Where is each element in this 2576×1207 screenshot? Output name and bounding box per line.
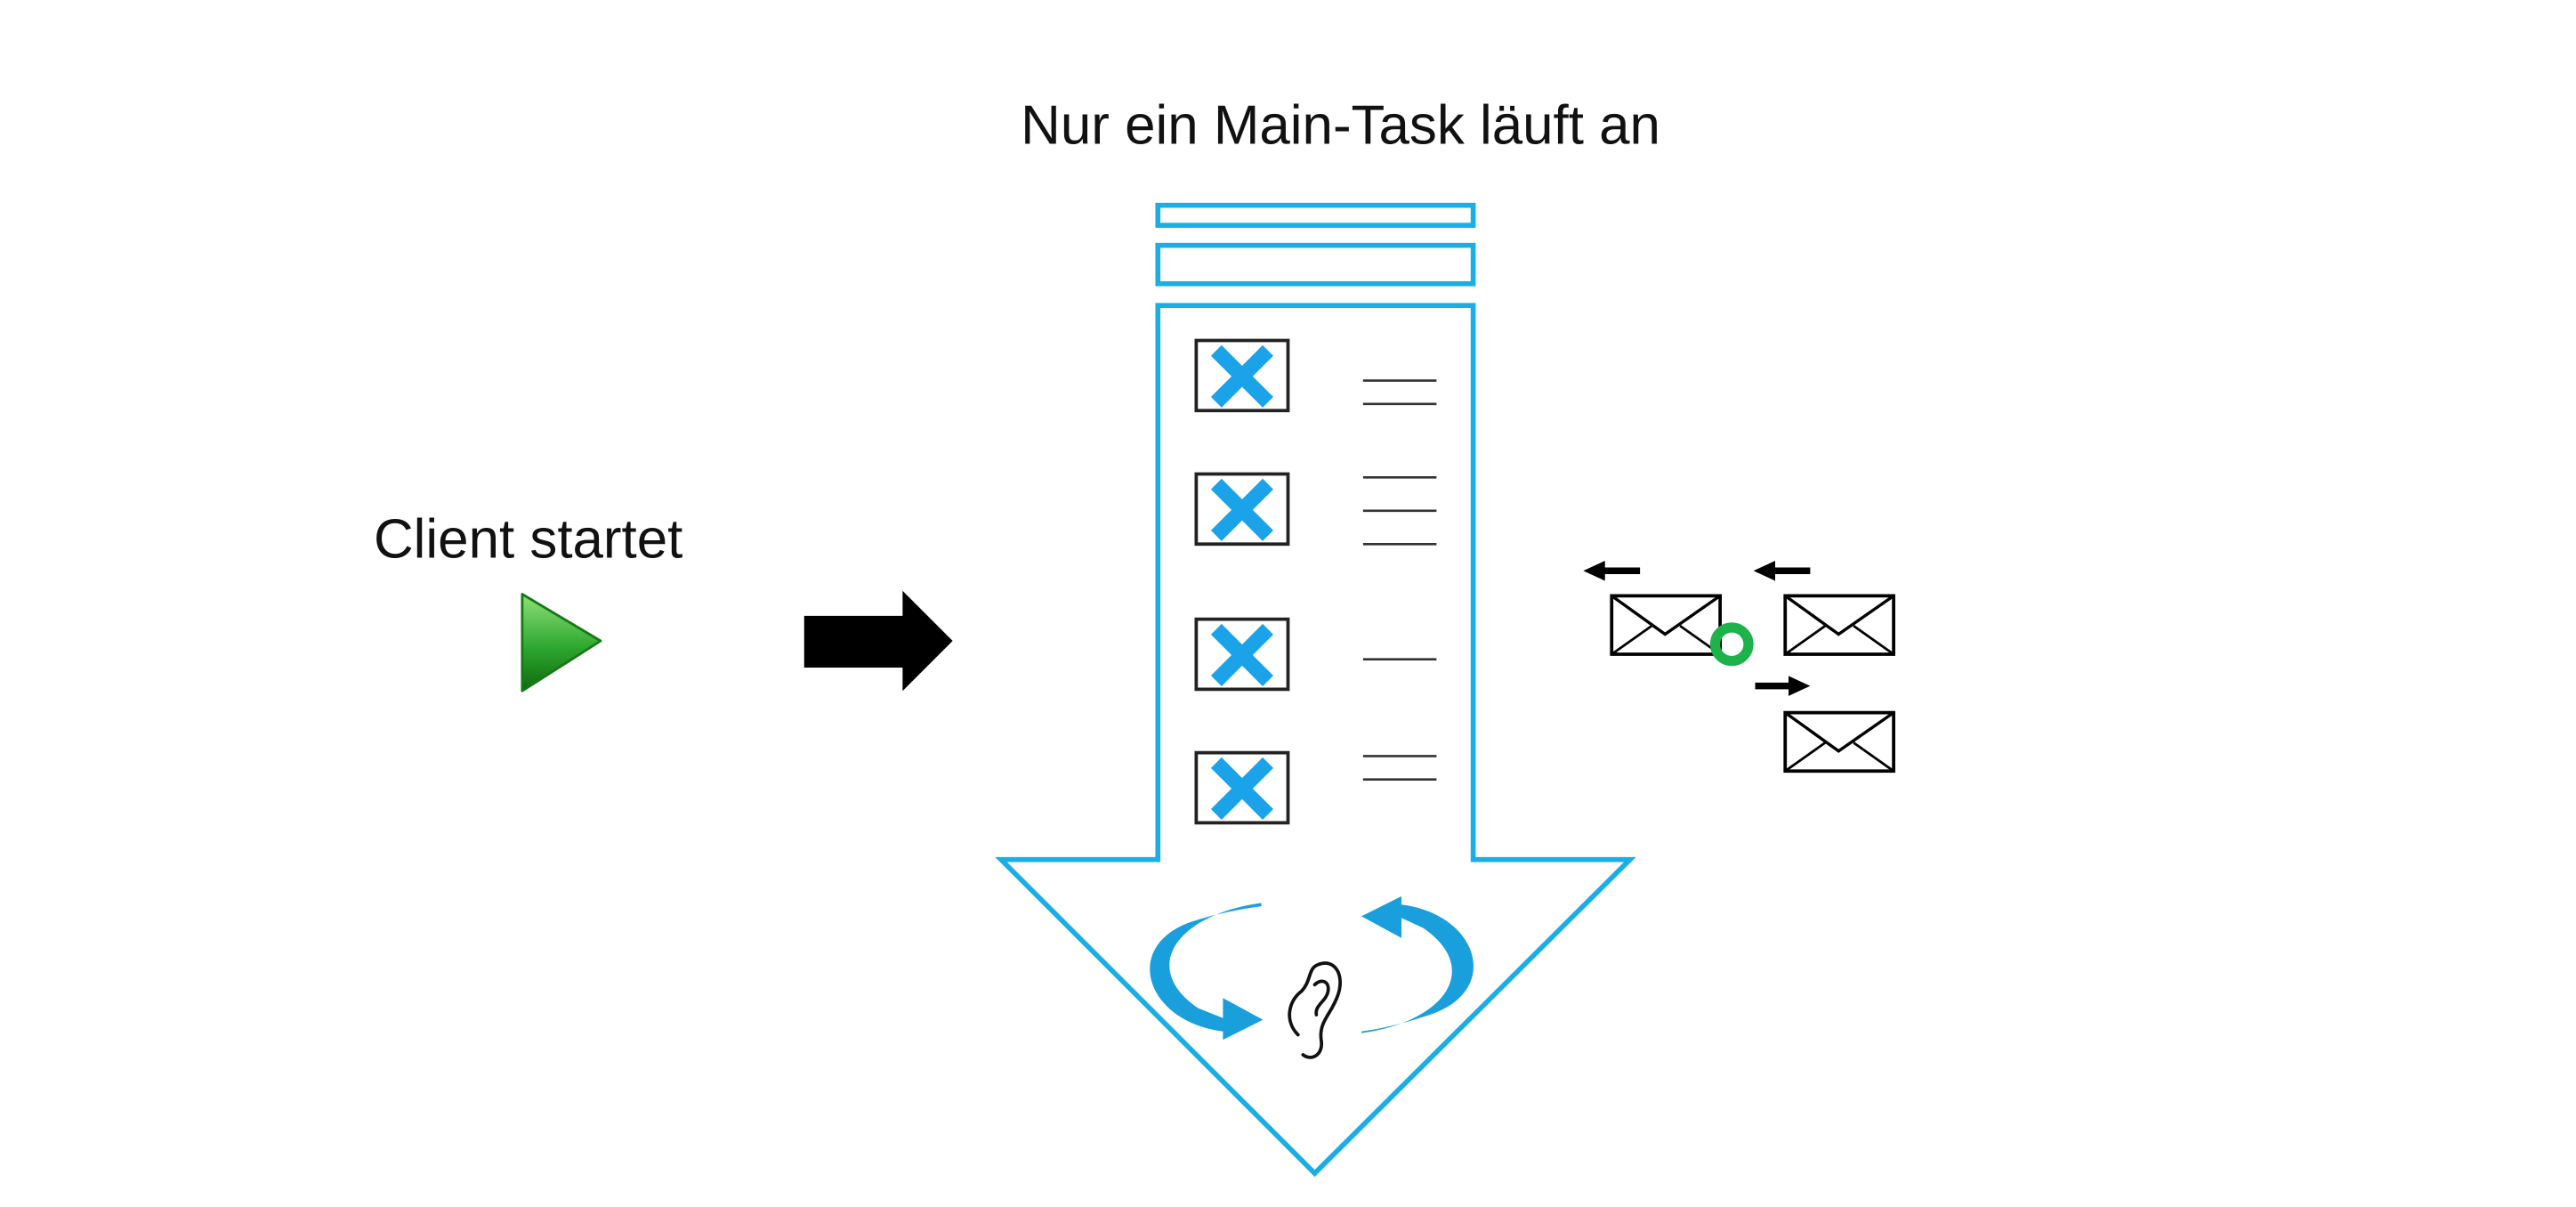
task-flow-arrow xyxy=(995,202,1636,1178)
task-row xyxy=(1194,472,1437,547)
task-row xyxy=(1194,338,1437,413)
text-lines xyxy=(1362,755,1437,781)
task-header-bar-1 xyxy=(1155,202,1476,228)
task-header-bar-2 xyxy=(1155,242,1476,287)
message-exchange xyxy=(1583,561,1895,774)
task-arrow-body xyxy=(995,303,1636,1178)
envelope-icon xyxy=(1783,710,1895,774)
message-arrow-left-icon xyxy=(1753,561,1811,581)
envelope-icon xyxy=(1783,594,1895,656)
arrow-right-icon xyxy=(803,590,953,692)
text-lines xyxy=(1362,379,1437,406)
task-row xyxy=(1194,617,1437,692)
x-mark-icon xyxy=(1210,478,1273,541)
ear-icon xyxy=(1288,961,1342,1059)
client-start-label: Client startet xyxy=(374,507,683,570)
status-ring-icon xyxy=(1709,622,1754,667)
text-lines xyxy=(1362,475,1437,546)
x-mark-icon xyxy=(1210,623,1273,686)
diagram-title: Nur ein Main-Task läuft an xyxy=(1021,93,1660,156)
loop-icon xyxy=(1150,895,1474,1041)
task-row xyxy=(1194,750,1437,825)
envelope-icon xyxy=(1610,594,1722,656)
play-icon xyxy=(521,593,602,693)
x-mark-icon xyxy=(1210,344,1273,408)
message-arrow-right-icon xyxy=(1755,676,1811,696)
message-arrow-left-icon xyxy=(1583,561,1641,581)
x-mark-icon xyxy=(1210,757,1273,820)
task-row-list xyxy=(1194,338,1437,825)
